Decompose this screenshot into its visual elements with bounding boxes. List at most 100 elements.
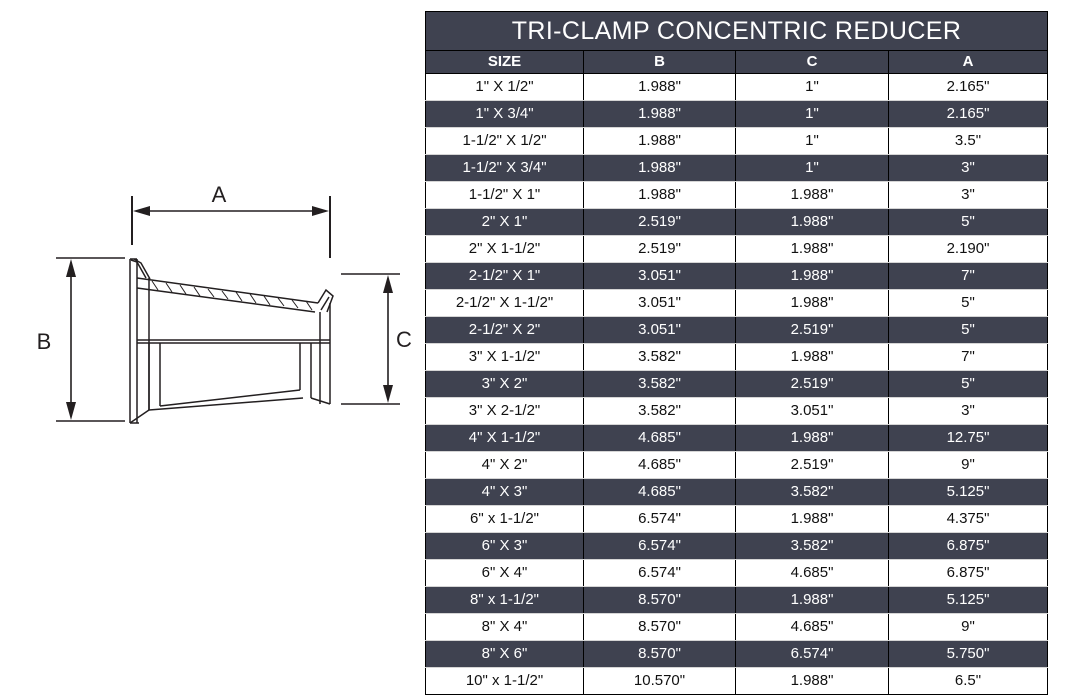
- table-row: 6" X 3"6.574"3.582"6.875": [425, 532, 1049, 560]
- table-cell-a: 6.5": [887, 667, 1049, 695]
- table-cell-c: 3.582": [735, 478, 889, 506]
- table-row: 4" X 2"4.685"2.519"9": [425, 451, 1049, 479]
- right-bead-detail-2: [320, 296, 330, 311]
- cone-slope-lower-2: [148, 397, 304, 411]
- table-cell-b: 4.685": [583, 424, 736, 452]
- table-cell-b: 4.685": [583, 478, 736, 506]
- table-cell-c: 3.051": [735, 397, 889, 425]
- table-cell-a: 7": [887, 343, 1049, 371]
- dimension-a-group: [131, 196, 331, 258]
- right-ferrule-bottom-edge: [310, 397, 331, 405]
- table-cell-size: 6" x 1-1/2": [425, 505, 584, 533]
- table-cell-a: 9": [887, 451, 1049, 479]
- table-row: 2" X 1"2.519"1.988"5": [425, 208, 1049, 236]
- table-cell-c: 1.988": [735, 505, 889, 533]
- table-row: 8" X 6"8.570"6.574"5.750": [425, 640, 1049, 668]
- table-cell-size: 2" X 1": [425, 208, 584, 236]
- table-cell-a: 12.75": [887, 424, 1049, 452]
- table-cell-c: 1": [735, 100, 889, 128]
- table-cell-a: 9": [887, 613, 1049, 641]
- table-cell-a: 3": [887, 181, 1049, 209]
- table-cell-a: 6.875": [887, 532, 1049, 560]
- table-cell-size: 4" X 2": [425, 451, 584, 479]
- table-cell-size: 3" X 1-1/2": [425, 343, 584, 371]
- dimension-b-group: [56, 257, 125, 422]
- cone-slope-lower: [159, 389, 301, 407]
- table-cell-size: 10" x 1-1/2": [425, 667, 584, 695]
- table-cell-b: 3.582": [583, 397, 736, 425]
- table-cell-size: 2" X 1-1/2": [425, 235, 584, 263]
- table-cell-c: 4.685": [735, 559, 889, 587]
- column-header-c: C: [735, 50, 889, 74]
- table-cell-a: 6.875": [887, 559, 1049, 587]
- table-cell-size: 2-1/2" X 1": [425, 262, 584, 290]
- table-cell-b: 6.574": [583, 505, 736, 533]
- table-cell-b: 8.570": [583, 586, 736, 614]
- table-cell-c: 1.988": [735, 208, 889, 236]
- table-row: 6" X 4"6.574"4.685"6.875": [425, 559, 1049, 587]
- table-cell-a: 3": [887, 154, 1049, 182]
- table-cell-c: 1.988": [735, 289, 889, 317]
- table-cell-b: 8.570": [583, 640, 736, 668]
- dimension-c-group: [341, 273, 400, 405]
- table-row: 8" x 1-1/2"8.570"1.988"5.125": [425, 586, 1049, 614]
- table-cell-size: 1-1/2" X 1/2": [425, 127, 584, 155]
- table-cell-a: 5": [887, 289, 1049, 317]
- table-cell-size: 6" X 4": [425, 559, 584, 587]
- table-cell-c: 1": [735, 73, 889, 101]
- table-row: 1-1/2" X 1/2"1.988"1"3.5": [425, 127, 1049, 155]
- table-title: TRI-CLAMP CONCENTRIC REDUCER: [424, 11, 1049, 51]
- dim-a-arrow-left: [133, 206, 150, 216]
- table-cell-a: 5": [887, 208, 1049, 236]
- table-cell-a: 5.125": [887, 478, 1049, 506]
- table-header-row: SIZE B C A: [425, 50, 1049, 74]
- table-cell-size: 4" X 1-1/2": [425, 424, 584, 452]
- table-cell-c: 1.988": [735, 667, 889, 695]
- table-cell-size: 8" x 1-1/2": [425, 586, 584, 614]
- table-cell-size: 1" X 3/4": [425, 100, 584, 128]
- table-cell-a: 5": [887, 370, 1049, 398]
- table-cell-a: 3": [887, 397, 1049, 425]
- table-row: 1-1/2" X 1"1.988"1.988"3": [425, 181, 1049, 209]
- dim-b-arrow-top: [66, 259, 76, 277]
- table-cell-b: 8.570": [583, 613, 736, 641]
- table-row: 10" x 1-1/2"10.570"1.988"6.5": [425, 667, 1049, 695]
- table-row: 3" X 1-1/2"3.582"1.988"7": [425, 343, 1049, 371]
- taper-hatching: [151, 280, 313, 311]
- table-row: 1" X 3/4"1.988"1"2.165": [425, 100, 1049, 128]
- dimension-label-b: B: [37, 329, 52, 354]
- table-cell-size: 8" X 6": [425, 640, 584, 668]
- table-row: 2" X 1-1/2"2.519"1.988"2.190": [425, 235, 1049, 263]
- table-cell-size: 4" X 3": [425, 478, 584, 506]
- left-bead-detail: [130, 259, 147, 279]
- table-cell-a: 4.375": [887, 505, 1049, 533]
- table-cell-size: 1" X 1/2": [425, 73, 584, 101]
- table-row: 3" X 2"3.582"2.519"5": [425, 370, 1049, 398]
- dimension-label-a: A: [212, 182, 227, 207]
- table-cell-a: 3.5": [887, 127, 1049, 155]
- table-cell-c: 4.685": [735, 613, 889, 641]
- table-row: 4" X 3"4.685"3.582"5.125": [425, 478, 1049, 506]
- table-cell-size: 2-1/2" X 2": [425, 316, 584, 344]
- dim-a-arrow-right: [312, 206, 329, 216]
- table-cell-b: 3.051": [583, 316, 736, 344]
- taper-top-lower: [136, 287, 316, 313]
- dim-b-arrow-bottom: [66, 402, 76, 420]
- table-cell-b: 4.685": [583, 451, 736, 479]
- table-cell-b: 3.051": [583, 289, 736, 317]
- table-cell-c: 1.988": [735, 262, 889, 290]
- column-header-a: A: [887, 50, 1049, 74]
- spec-table-container: TRI-CLAMP CONCENTRIC REDUCER SIZE B C A …: [424, 11, 1049, 695]
- reducer-spec-table: TRI-CLAMP CONCENTRIC REDUCER SIZE B C A …: [424, 11, 1049, 695]
- table-cell-size: 1-1/2" X 3/4": [425, 154, 584, 182]
- table-row: 8" X 4"8.570"4.685"9": [425, 613, 1049, 641]
- table-cell-c: 2.519": [735, 316, 889, 344]
- table-cell-b: 10.570": [583, 667, 736, 695]
- table-row: 2-1/2" X 1"3.051"1.988"7": [425, 262, 1049, 290]
- table-cell-b: 1.988": [583, 181, 736, 209]
- table-cell-c: 1.988": [735, 343, 889, 371]
- left-foot-slope: [129, 409, 150, 424]
- table-cell-b: 3.582": [583, 343, 736, 371]
- table-cell-b: 1.988": [583, 73, 736, 101]
- table-cell-b: 3.051": [583, 262, 736, 290]
